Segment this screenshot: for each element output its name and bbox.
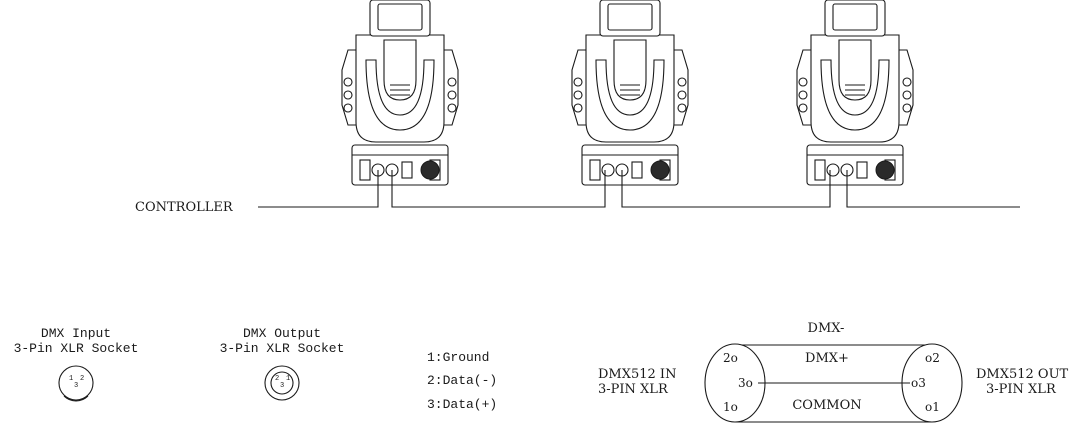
pin-legend-data-plus: 3:Data(+) (427, 397, 497, 412)
svg-text:3: 3 (74, 382, 78, 390)
dmx-minus-label: DMX- (808, 321, 845, 336)
dmx-input-title: DMX Input (41, 326, 111, 341)
svg-text:1: 1 (69, 375, 73, 383)
pin-legend-data-minus: 2:Data(-) (427, 373, 497, 388)
dmx-input-socket-group: DMX Input 3-Pin XLR Socket 1 3 2 (14, 326, 139, 402)
dmx-output-subtitle: 3-Pin XLR Socket (220, 341, 345, 356)
moving-head-fixture-2 (571, 0, 689, 186)
svg-text:o3: o3 (911, 376, 926, 390)
moving-head-fixture-3 (796, 0, 914, 186)
dmx-cable-diagram: DMX512 IN 3-PIN XLR DMX- DMX+ COMMON 2o … (598, 321, 1069, 423)
svg-text:o1: o1 (925, 400, 940, 414)
dmx-input-subtitle: 3-Pin XLR Socket (14, 341, 139, 356)
dmx-input-socket-icon (58, 365, 94, 401)
dmx-output-socket-group: DMX Output 3-Pin XLR Socket 2 3 1 (220, 326, 345, 401)
dmx512-in-connector-label: 3-PIN XLR (598, 382, 669, 397)
dmx-chain-wires (258, 170, 1020, 208)
dmx512-in-label: DMX512 IN (598, 367, 676, 382)
svg-text:2o: 2o (723, 351, 738, 365)
dmx-output-socket-icon (264, 365, 300, 401)
svg-text:1o: 1o (723, 400, 738, 414)
dmx512-out-label: DMX512 OUT (976, 367, 1069, 382)
pin-legend: 1:Ground 2:Data(-) 3:Data(+) (427, 350, 497, 412)
svg-text:2: 2 (275, 375, 279, 383)
dmx512-out-connector-label: 3-PIN XLR (986, 382, 1057, 397)
controller-label: CONTROLLER (135, 200, 234, 215)
pin-legend-ground: 1:Ground (427, 350, 489, 365)
svg-text:2: 2 (80, 375, 84, 383)
svg-text:o2: o2 (925, 351, 940, 365)
svg-text:1: 1 (286, 375, 290, 383)
svg-text:3: 3 (280, 382, 284, 390)
dmx-plus-label: DMX+ (805, 351, 849, 366)
common-label: COMMON (792, 398, 861, 413)
moving-head-fixture-1 (341, 0, 459, 186)
dmx-output-title: DMX Output (243, 326, 321, 341)
svg-text:3o: 3o (738, 376, 753, 390)
